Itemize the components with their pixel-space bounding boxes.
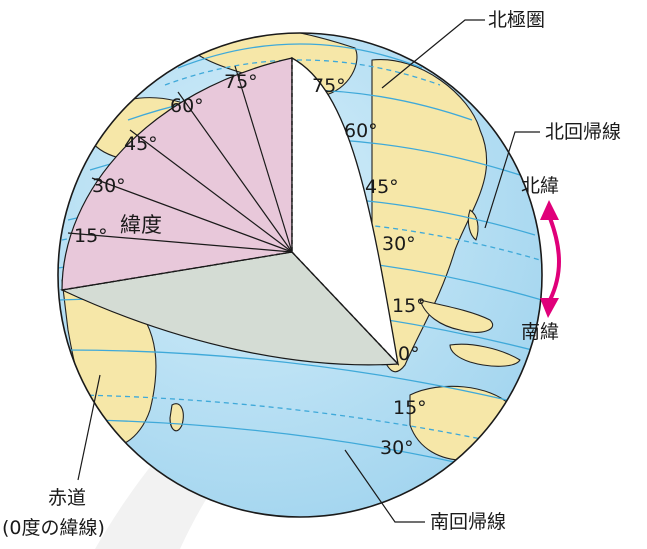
globe-label-0: 0°: [398, 343, 420, 365]
radial-line-45: [129, 129, 293, 253]
landmass-japan: [467, 209, 479, 241]
radial-line-30: [91, 177, 293, 253]
globe-outline: [57, 32, 543, 518]
globe-label-15n: 15°: [392, 295, 426, 317]
radial-line-15: [67, 232, 293, 253]
latitude-line-30s: [91, 419, 491, 471]
globe-label-15s: 15°: [393, 397, 427, 419]
latitude-line-15s: [65, 349, 529, 406]
wedge-label-45: 45°: [124, 133, 158, 155]
radial-line-75: [234, 65, 293, 253]
arctic-circle-leader: [381, 19, 485, 89]
tropic-of-capricorn-line: [79, 394, 511, 446]
latitude-direction-arrow: [548, 216, 561, 302]
center-to-left-line: [61, 251, 293, 291]
landmass-islands: [449, 343, 521, 367]
globe-label-30s: 30°: [380, 437, 414, 459]
latitude-wedge: [61, 57, 293, 291]
latitude-label: 緯度: [120, 213, 162, 237]
south-latitude-label: 南緯: [521, 321, 559, 343]
globe-label-30n: 30°: [382, 233, 416, 255]
wedge-label-15: 15°: [74, 225, 108, 247]
equator-leader: [77, 374, 101, 481]
latitude-line-75n: [177, 43, 423, 69]
tropic-of-capricorn-label: 南回帰線: [430, 511, 506, 533]
landmass-asia: [371, 59, 488, 373]
wedge-label-75: 75°: [224, 71, 258, 93]
globe-label-60n: 60°: [344, 120, 378, 142]
wedge-label-30: 30°: [92, 175, 126, 197]
arctic-circle-label: 北極圏: [488, 9, 545, 31]
equatorial-plane: [59, 251, 400, 366]
center-to-equator-line: [291, 251, 399, 365]
tropic-of-capricorn-leader: [344, 449, 425, 523]
arrow-head-south: [540, 298, 559, 318]
equator-sublabel: (0度の緯線): [2, 517, 105, 539]
arrow-head-north: [540, 200, 559, 220]
globe-label-45n: 45°: [365, 176, 399, 198]
north-latitude-label: 北緯: [521, 175, 559, 197]
globe-label-75n: 75°: [312, 75, 346, 97]
equator-label: 赤道: [48, 487, 86, 509]
landmass-southeast-asia: [419, 299, 493, 333]
wedge-label-60: 60°: [170, 95, 204, 117]
landmass-madagascar: [169, 403, 184, 432]
cut-face: [291, 56, 400, 367]
radial-line-60: [177, 91, 293, 253]
tropic-of-cancer-leader: [484, 131, 540, 229]
tropic-of-cancer-label: 北回帰線: [545, 121, 621, 143]
arctic-circle-line: [164, 59, 441, 86]
